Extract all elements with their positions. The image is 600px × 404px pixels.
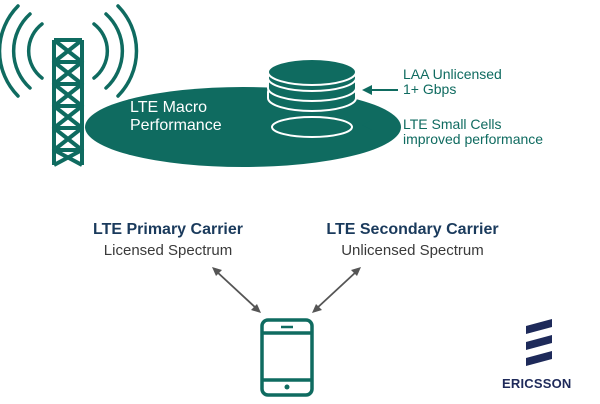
secondary-carrier-title: LTE Secondary Carrier (326, 221, 499, 238)
macro-label-line1: LTE Macro (130, 99, 208, 116)
ericsson-logo-icon (526, 319, 552, 366)
small-cells-ring (271, 116, 353, 138)
label-arrows (362, 85, 398, 130)
primary-link-arrow (212, 267, 261, 313)
primary-carrier: LTE Primary Carrier Licensed Spectrum (78, 221, 258, 259)
macro-label: LTE Macro Performance (130, 99, 222, 134)
small-cells-label-line2: improved performance (403, 131, 544, 148)
ericsson-wordmark: ERICSSON (502, 376, 572, 391)
laa-label-line1: LAA Unlicensed (403, 66, 502, 82)
laa-label-line2: 1+ Gbps (403, 81, 457, 98)
small-cells-label-line1: LTE Small Cells (403, 116, 502, 132)
small-cells-label: LTE Small Cells improved performance (403, 116, 544, 148)
radio-waves-icon (0, 4, 139, 98)
cell-tower-icon (52, 38, 84, 167)
secondary-carrier: LTE Secondary Carrier Unlicensed Spectru… (315, 221, 510, 259)
secondary-carrier-subtitle: Unlicensed Spectrum (341, 241, 484, 259)
macro-label-line2: Performance (130, 116, 222, 134)
secondary-link-arrow (312, 267, 361, 313)
laa-disc-stack (267, 58, 357, 112)
smartphone-icon (260, 318, 314, 397)
primary-carrier-title: LTE Primary Carrier (93, 221, 243, 238)
laa-label: LAA Unlicensed 1+ Gbps (403, 66, 502, 98)
primary-carrier-subtitle: Licensed Spectrum (103, 241, 233, 259)
